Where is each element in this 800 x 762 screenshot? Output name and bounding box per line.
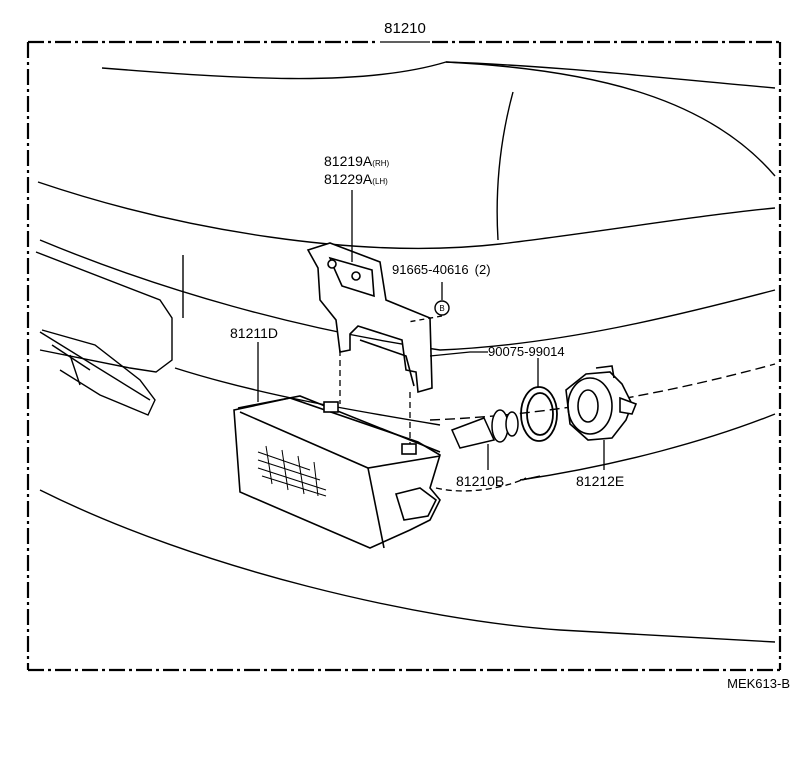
o-ring-inner — [526, 392, 554, 436]
lens-housing-number: 81211D — [230, 325, 278, 341]
grille-slat-2 — [69, 354, 81, 386]
lens-pattern — [257, 445, 327, 497]
leader-lines — [257, 41, 605, 492]
grille-inner — [41, 329, 156, 416]
screw-ref-marker — [434, 300, 450, 316]
socket-tab — [619, 396, 638, 415]
o-ring-part — [520, 386, 558, 442]
socket-core — [577, 389, 599, 423]
mounting-bracket — [306, 242, 433, 394]
grille-slat-3 — [51, 344, 91, 371]
bracket-hole-2 — [351, 271, 361, 281]
bulb-part — [450, 409, 519, 449]
bracket-rh-side: (RH) — [372, 159, 389, 168]
drawing-code: MEK613-B — [727, 676, 790, 691]
bumper-top — [39, 239, 776, 351]
housing-side — [367, 467, 385, 549]
socket-part — [565, 365, 638, 441]
bulb-base — [505, 411, 519, 437]
bumper-line-lower — [519, 413, 776, 481]
bracket-lh-number: 81229A — [324, 171, 373, 187]
headlamp-curve — [37, 181, 776, 250]
screw-ref-letter: B — [439, 304, 444, 313]
assembly-part-number: 81210 — [384, 20, 426, 37]
housing-body — [233, 397, 441, 549]
bracket-lh-label: 81229A(LH) — [324, 171, 388, 187]
vehicle-body-outline — [35, 61, 776, 643]
o-ring-outer — [520, 386, 558, 442]
bulb-glass — [450, 417, 496, 449]
bracket-rh-label: 81219A(RH) — [324, 153, 390, 169]
lens-housing — [233, 395, 441, 549]
housing-clip-2 — [401, 443, 417, 455]
bumper-bottom — [39, 489, 776, 643]
screw-number: 91665-40616 — [392, 262, 469, 277]
bumper-lamp-curve — [174, 367, 441, 426]
hood-line — [101, 61, 776, 89]
leader-screw-ref — [407, 315, 443, 323]
leader-gasket — [429, 351, 488, 357]
bracket-lip — [359, 339, 415, 387]
hood-edge — [445, 61, 776, 177]
bracket-hole-1 — [327, 259, 337, 269]
assembly-frame — [26, 40, 782, 672]
socket-tab-2 — [595, 365, 615, 379]
bulb-number: 81210B — [456, 473, 504, 489]
assembly-dash-3 — [435, 477, 527, 492]
socket-number: 81212E — [576, 473, 624, 489]
leader-bulb-end — [521, 475, 541, 481]
gasket-number: 90075-99014 — [488, 344, 565, 359]
fender-line — [496, 91, 514, 241]
screw-label: 91665-40616 (2) — [392, 262, 491, 277]
screw-qty: (2) — [475, 262, 491, 277]
bracket-rh-number: 81219A — [324, 153, 373, 169]
housing-connector — [394, 487, 438, 521]
housing-clip — [323, 401, 339, 413]
grille-slat-1 — [39, 331, 151, 401]
bracket-lh-side: (LH) — [372, 177, 388, 186]
grille-outline — [35, 251, 173, 373]
housing-top — [237, 395, 441, 453]
socket-ring — [567, 377, 613, 435]
housing-front — [239, 411, 441, 469]
